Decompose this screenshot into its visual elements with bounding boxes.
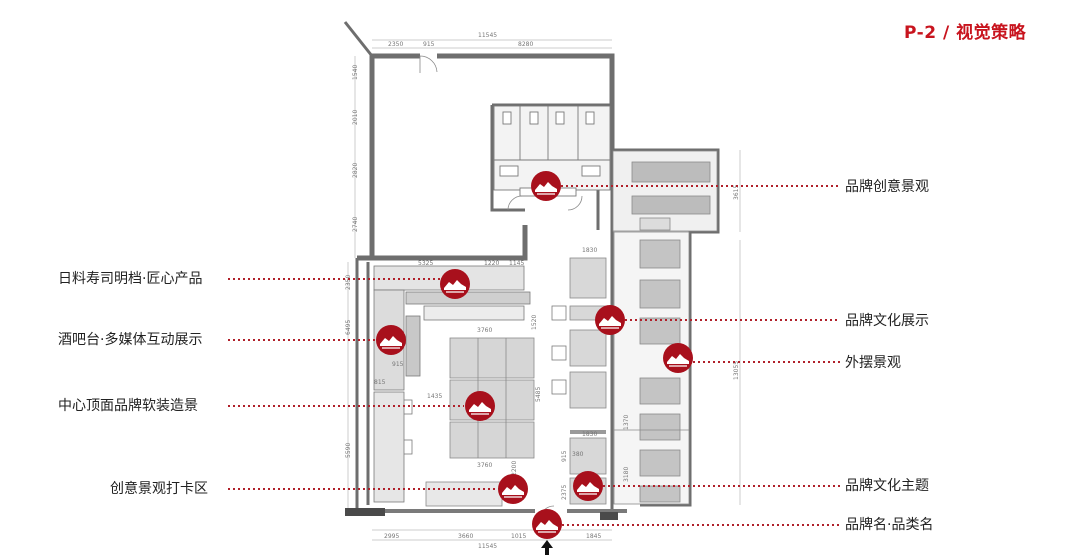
dim-2375: 2375 [561, 485, 568, 500]
dim-top-door: 915 [423, 41, 435, 48]
dim-1145: 1145 [509, 260, 524, 267]
dim-1220: 1220 [484, 260, 499, 267]
marker-sushi-counter [439, 268, 471, 300]
wall-block [345, 508, 385, 516]
dim-bottom-b: 3660 [458, 533, 473, 540]
label-brand-creative-view: 品牌创意景观 [845, 179, 929, 195]
dim-left-6: 6495 [345, 320, 352, 335]
label-brand-culture-display: 品牌文化展示 [845, 313, 929, 329]
label-outdoor-view: 外摆景观 [845, 355, 901, 371]
label-bar-multimedia: 酒吧台·多媒体互动展示 [58, 332, 203, 348]
label-ceiling-soft: 中心顶面品牌软装造景 [58, 398, 198, 414]
dim-5325: 5325 [418, 260, 433, 267]
leader-lines [228, 185, 840, 526]
label-brand-name-category: 品牌名·品类名 [845, 517, 934, 533]
dim-3760-top: 3760 [477, 327, 492, 334]
center-booths [569, 257, 607, 505]
marker-ceiling [464, 390, 496, 422]
dim-3180: 3180 [623, 467, 630, 482]
dim-380: 380 [572, 451, 584, 458]
dim-915-bar: 915 [392, 361, 404, 368]
dim-top-total: 11545 [478, 32, 497, 39]
dim-bottom-d: 1845 [586, 533, 601, 540]
booth-strip [613, 231, 690, 505]
page-title: P-2 / 视觉策略 [904, 23, 1027, 43]
dim-left-7: 5590 [345, 443, 352, 458]
dim-1830-top: 1830 [582, 247, 597, 254]
marker-brand-name [531, 508, 563, 540]
marker-outdoor-view [662, 342, 694, 374]
dimension-lines [347, 39, 741, 541]
marker-photo-zone [497, 473, 529, 505]
marker-brand-culture-theme [572, 470, 604, 502]
dim-top-right: 8280 [518, 41, 533, 48]
marker-brand-creative-view [530, 170, 562, 202]
label-brand-culture-theme: 品牌文化主题 [845, 478, 929, 494]
dim-bottom-c: 1015 [511, 533, 526, 540]
dim-1435: 1435 [427, 393, 442, 400]
dim-left-5: 2350 [345, 275, 352, 290]
dim-right-main: 13055 [733, 361, 740, 380]
dim-915-small: 915 [561, 450, 568, 462]
dim-1370: 1370 [623, 415, 630, 430]
dim-right-top: 3615 [733, 185, 740, 200]
dim-5485: 5485 [535, 387, 542, 402]
dim-3760-bottom: 3760 [477, 462, 492, 469]
label-sushi-counter: 日料寿司明档·匠心产品 [58, 271, 203, 287]
dim-1520: 1520 [531, 315, 538, 330]
dim-left-3: 2820 [352, 163, 359, 178]
upper-dining [612, 150, 718, 232]
marker-brand-culture-display [594, 304, 626, 336]
dim-2200: 2200 [511, 461, 518, 476]
dim-815: 815 [374, 379, 386, 386]
entrance-arrow-icon [541, 540, 553, 555]
label-photo-zone: 创意景观打卡区 [110, 481, 208, 497]
dim-left-2: 2010 [352, 110, 359, 125]
center-grid [425, 337, 535, 507]
dim-left-1: 1540 [352, 65, 359, 80]
dim-left-4: 2740 [352, 217, 359, 232]
marker-bar [375, 324, 407, 356]
dim-top-left: 2350 [388, 41, 403, 48]
dim-bottom-total: 11545 [478, 543, 497, 550]
dim-bottom-a: 2995 [384, 533, 399, 540]
dim-1830-bottom: 1830 [582, 431, 597, 438]
